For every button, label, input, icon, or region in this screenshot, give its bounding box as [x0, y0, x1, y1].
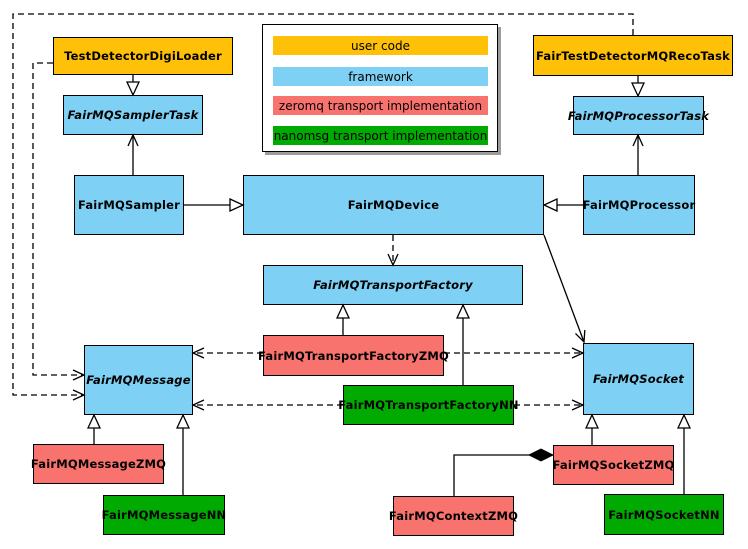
node-fairmqsocket: FairMQSocket [583, 343, 694, 415]
edge-contextzmq-to-socketzmq-composition [453, 455, 553, 496]
node-fairmqsampler: FairMQSampler [74, 175, 184, 235]
node-fairmqmessagezmq: FairMQMessageZMQ [31, 444, 166, 484]
node-fairmqsocketnn: FairMQSocketNN [604, 494, 724, 535]
node-fairmqprocessor: FairMQProcessor [583, 175, 695, 235]
node-fairmqsocketzmq: FairMQSocketZMQ [553, 445, 674, 485]
node-fairmqtransportfactorynn: FairMQTransportFactoryNN [338, 385, 519, 425]
legend-item-nanomsg: nanomsg transport implementation [273, 126, 488, 145]
node-fairmqprocessortask: FairMQProcessorTask [568, 96, 709, 135]
legend-item-framework: framework [273, 67, 488, 86]
node-fairmqtransportfactory: FairMQTransportFactory [263, 265, 523, 305]
edge-device-to-socket [543, 234, 586, 344]
node-fairmqtransportfactoryzmq: FairMQTransportFactoryZMQ [258, 335, 449, 376]
node-fairtestdetectormqrecotask: FairTestDetectorMQRecoTask [533, 35, 733, 76]
node-fairmqsamplertask: FairMQSamplerTask [63, 95, 203, 135]
node-fairmqmessage: FairMQMessage [84, 345, 193, 415]
legend: user code framework zeromq transport imp… [262, 24, 498, 152]
legend-item-zeromq: zeromq transport implementation [273, 96, 488, 115]
node-fairmqcontextzmq: FairMQContextZMQ [389, 496, 518, 536]
node-fairmqmessagenn: FairMQMessageNN [102, 495, 226, 535]
legend-item-user-code: user code [273, 36, 488, 55]
node-fairmqdevice: FairMQDevice [243, 175, 544, 235]
node-testdetectordigiloader: TestDetectorDigiLoader [53, 37, 233, 75]
